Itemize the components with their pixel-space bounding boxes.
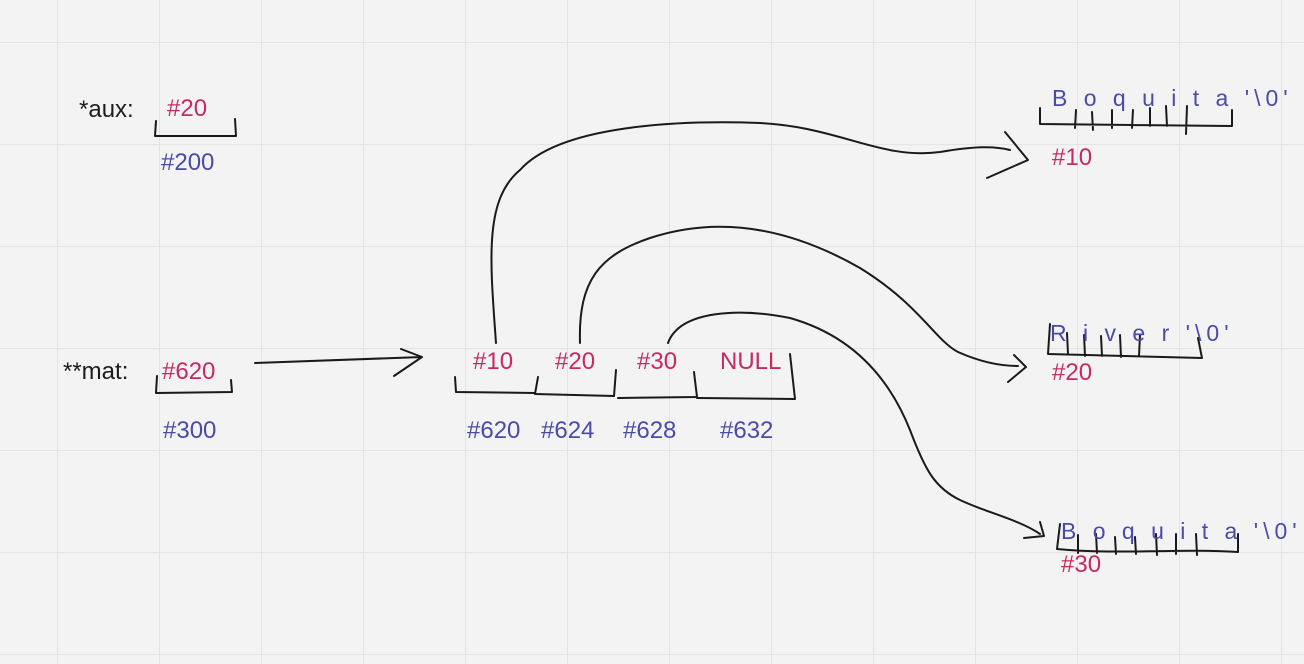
string-text: B o q u i t a '\0' xyxy=(1061,518,1302,544)
array-cell-address: #620 xyxy=(467,417,521,444)
array-cell-value: NULL xyxy=(720,348,782,375)
mat-value: #620 xyxy=(162,358,216,385)
aux-box xyxy=(154,118,237,137)
string-address: #20 xyxy=(1052,359,1093,386)
aux-address: #200 xyxy=(161,149,215,176)
array-cell-value: #10 xyxy=(473,348,514,375)
string-address: #10 xyxy=(1052,144,1093,171)
mat-address: #300 xyxy=(163,417,217,444)
array-cell-value: #20 xyxy=(555,348,596,375)
array-cell-box-3 xyxy=(617,371,698,399)
string-address: #30 xyxy=(1061,551,1102,578)
string-text: R i v e r '\0' xyxy=(1050,320,1234,346)
string-box-20 xyxy=(1047,323,1203,359)
array-cell-address: #632 xyxy=(720,417,774,444)
mat-label: **mat: xyxy=(63,358,129,385)
string-box-10 xyxy=(1039,105,1233,135)
array-cell-value: #30 xyxy=(637,348,678,375)
aux-value: #20 xyxy=(167,95,208,122)
string-box-30 xyxy=(1056,523,1239,556)
array-cell-address: #628 xyxy=(623,417,677,444)
pointer-arrow-10 xyxy=(490,121,1029,344)
pointer-arrow-30 xyxy=(667,311,1045,539)
mat-box xyxy=(155,375,233,394)
string-text: B o q u i t a '\0' xyxy=(1052,85,1293,111)
aux-label: *aux: xyxy=(79,96,134,123)
pointer-arrow-20 xyxy=(578,225,1027,383)
array-cell-address: #624 xyxy=(541,417,595,444)
mat-to-array-arrow xyxy=(254,348,423,377)
array-cell-box-2 xyxy=(534,369,617,397)
array-cell-box-1 xyxy=(454,376,536,394)
array-cell-box-4 xyxy=(696,353,796,400)
